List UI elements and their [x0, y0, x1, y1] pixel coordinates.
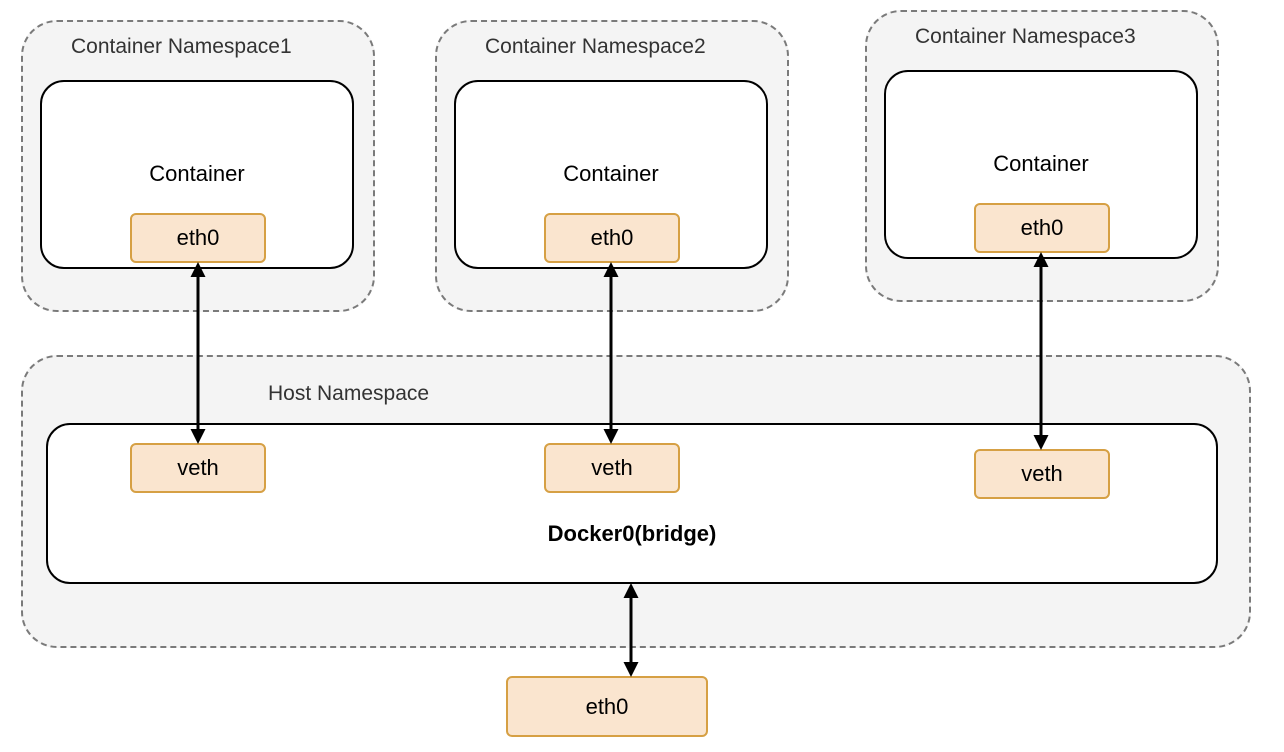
host-namespace-label: Host Namespace	[268, 382, 430, 405]
container-1-label: Container	[149, 161, 245, 186]
veth-2: veth	[544, 443, 680, 493]
container-3-eth0: eth0	[974, 203, 1110, 253]
container-2-eth0: eth0	[544, 213, 680, 263]
container-namespace-1-label: Container Namespace1	[71, 35, 292, 58]
container-2-label: Container	[563, 161, 659, 186]
container-namespace-3-label: Container Namespace3	[915, 25, 1136, 48]
host-eth0: eth0	[506, 676, 708, 737]
container-3-label: Container	[993, 151, 1089, 176]
veth-3: veth	[974, 449, 1110, 499]
container-1-eth0: eth0	[130, 213, 266, 263]
container-namespace-2-label: Container Namespace2	[485, 35, 706, 58]
veth-1: veth	[130, 443, 266, 493]
docker0-bridge-label: Docker0(bridge)	[547, 521, 717, 546]
